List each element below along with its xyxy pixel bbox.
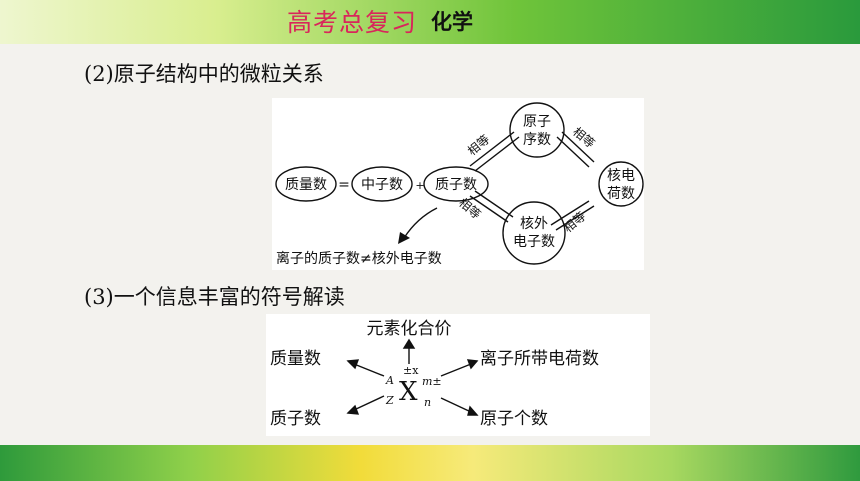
symbol-sup-top: ±x xyxy=(403,364,419,377)
section-heading-3: (3)一个信息丰富的符号解读 xyxy=(84,285,345,309)
symbol-sub-right: n xyxy=(424,396,431,409)
equal-label-bottom-left: 相等 xyxy=(456,196,483,222)
footer-bar xyxy=(0,445,860,481)
nuclear-charge-label-2: 荷数 xyxy=(607,186,635,202)
particle-relation-diagram: 质量数 = 中子数 + 质子数 原子 序数 核电 荷数 核外 电子数 离子的质子… xyxy=(272,98,644,270)
equals-sign: = xyxy=(338,177,350,193)
element-symbol: X xyxy=(399,377,418,407)
electron-node xyxy=(502,201,566,265)
mass-number-label: 质量数 xyxy=(270,349,321,369)
electron-label-1: 核外 xyxy=(520,216,548,232)
proton-node xyxy=(423,166,489,202)
ion-charge-label: 离子所带电荷数 xyxy=(480,349,599,369)
valence-label: 元素化合价 xyxy=(367,319,452,339)
symbol-sub-left: Z xyxy=(385,394,394,407)
nuclear-charge-label-1: 核电 xyxy=(607,168,635,184)
equal-label-top-left: 相等 xyxy=(465,132,492,158)
header-title: 高考总复习 化学 xyxy=(287,4,473,38)
course-title: 高考总复习 xyxy=(287,8,418,37)
plus-sign: + xyxy=(415,179,424,192)
neutron-label: 中子数 xyxy=(361,177,403,193)
mass-number-label: 质量数 xyxy=(285,177,327,193)
symbol-sup-right: m± xyxy=(422,375,442,388)
proton-number-label: 质子数 xyxy=(270,409,321,429)
atomic-number-label-1: 原子 xyxy=(523,114,551,130)
nuclear-charge-node xyxy=(598,161,644,207)
neutron-node xyxy=(351,166,413,202)
subject-label: 化学 xyxy=(431,10,474,34)
ion-note: 离子的质子数≠核外电子数 xyxy=(276,250,442,267)
equal-label-top-right: 相等 xyxy=(570,125,597,151)
symbol-sup-left: A xyxy=(385,374,394,387)
atomic-number-label-2: 序数 xyxy=(523,132,551,148)
section-heading-2: (2)原子结构中的微粒关系 xyxy=(84,62,324,86)
symbol-notation-diagram: 元素化合价 质量数 离子所带电荷数 质子数 原子个数 X A Z ±x m± n xyxy=(266,314,650,436)
header-bar: 高考总复习 化学 xyxy=(0,0,860,44)
electron-label-2: 电子数 xyxy=(513,234,555,250)
atom-count-label: 原子个数 xyxy=(480,409,548,429)
mass-number-node xyxy=(275,166,337,202)
proton-label: 质子数 xyxy=(435,177,477,193)
atomic-number-node xyxy=(509,102,565,158)
